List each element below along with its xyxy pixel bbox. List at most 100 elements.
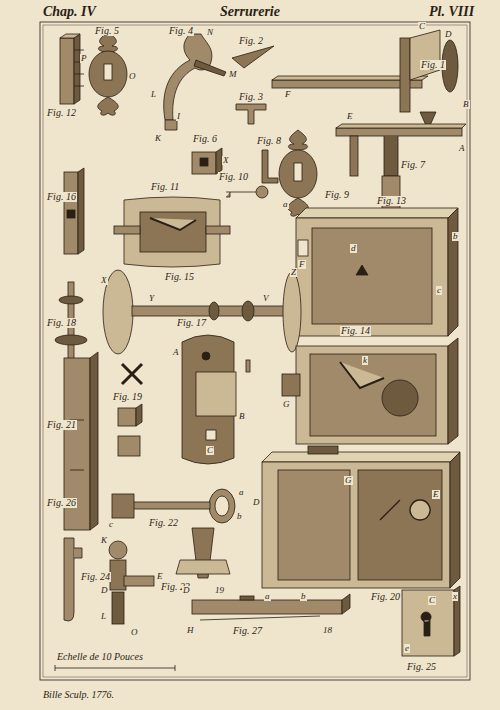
callout-letter: 19 — [214, 586, 225, 595]
fig2-spike — [232, 46, 274, 68]
fig15-axle-part — [209, 302, 219, 320]
callout-letter: Z — [290, 268, 297, 277]
callout-letter: D — [100, 586, 109, 595]
fig14-box — [282, 338, 458, 444]
fig24-assembly-part — [109, 541, 127, 559]
fig24-assembly-part — [112, 592, 124, 624]
callout-letter: C — [206, 446, 214, 455]
fig7-latch-part — [350, 136, 358, 176]
figure-label: Fig. 11 — [150, 182, 180, 192]
callout-letter: F — [284, 90, 292, 99]
fig19-parts-part — [122, 364, 142, 384]
fig4-lever-part — [165, 120, 177, 130]
fig7-latch-part — [336, 124, 466, 128]
figure-label: Fig. 21 — [46, 420, 77, 430]
fig3-tee — [236, 104, 266, 124]
figure-label: Fig. 15 — [164, 272, 195, 282]
figure-label: Fig. 26 — [46, 498, 77, 508]
fig16-bar — [64, 168, 84, 254]
callout-letter: O — [130, 628, 139, 637]
fig6-staple-part — [200, 158, 208, 166]
fig27-bar-part — [200, 616, 320, 620]
fig24-assembly — [109, 541, 154, 624]
fig2-spike-part — [232, 46, 274, 68]
figure-label: Fig. 1 — [420, 60, 446, 70]
callout-letter: C — [428, 596, 436, 605]
callout-letter: b — [300, 592, 307, 601]
fig18-spindle-part — [55, 335, 87, 345]
figure-label: Fig. 6 — [192, 134, 218, 144]
fig9-escutcheon-part — [294, 163, 302, 181]
callout-letter: M — [228, 70, 238, 79]
callout-letter: x — [452, 592, 458, 601]
fig11-lock-part — [150, 218, 196, 230]
figure-label: Fig. 5 — [94, 26, 120, 36]
scale-bar-part — [55, 665, 175, 671]
fig10-key-part — [226, 192, 256, 197]
fig19-parts-part — [118, 408, 136, 426]
fig11-lock-part — [114, 226, 140, 234]
fig6-staple — [192, 148, 222, 174]
fig9-escutcheon-part — [288, 130, 307, 150]
fig17-plate-part — [196, 372, 236, 416]
fig22-key-part — [112, 494, 134, 518]
callout-letter: C — [418, 22, 426, 31]
fig3-tee-part — [236, 104, 266, 124]
fig8-catch-part — [262, 150, 278, 183]
callout-letter: c — [108, 520, 114, 529]
fig19-parts-part — [118, 436, 140, 456]
callout-letter: E — [156, 572, 164, 581]
fig17-plate-part — [202, 352, 210, 360]
fig27-bar-part — [240, 596, 254, 600]
figure-label: Fig. 22 — [148, 518, 179, 528]
callout-letter: G — [282, 400, 291, 409]
figure-label: Fig. 24 — [80, 572, 111, 582]
fig21-bar-part — [90, 352, 98, 530]
fig12-bar-part — [60, 38, 74, 104]
callout-letter: P — [80, 54, 88, 63]
fig17-plate-part — [246, 360, 250, 372]
figure-label: Fig. 4 — [168, 26, 194, 36]
callout-letter: F — [298, 260, 306, 269]
fig15-axle-part — [242, 301, 254, 321]
fig16-bar-part — [67, 210, 75, 218]
fig14-box-part — [296, 346, 448, 444]
chapter-label: Chap. IV — [42, 5, 97, 19]
fig14-box-part — [382, 380, 418, 416]
callout-letter: B — [462, 100, 470, 109]
figure-label: Fig. 16 — [46, 192, 77, 202]
fig14-box-part — [448, 338, 458, 444]
figure-label: Fig. 3 — [238, 92, 264, 102]
fig20-box-part — [262, 462, 450, 588]
figure-label: Fig. 20 — [370, 592, 401, 602]
fig4-lever — [164, 34, 226, 130]
callout-letter: K — [154, 134, 162, 143]
callout-letter: G — [344, 476, 353, 485]
fig19-parts — [118, 364, 142, 456]
figure-label: Fig. 13 — [376, 196, 407, 206]
fig23-part — [176, 528, 230, 578]
callout-letter: 18 — [322, 626, 333, 635]
callout-letter: Y — [148, 294, 155, 303]
callout-letter: a — [264, 592, 271, 601]
figure-label: Fig. 12 — [46, 108, 77, 118]
fig12-bar-part — [60, 34, 80, 38]
fig27-bar-part — [342, 594, 350, 614]
callout-letter: B — [238, 412, 246, 421]
fig20-box-part — [450, 452, 460, 588]
fig20-box-part — [380, 500, 430, 520]
callout-letter: N — [206, 28, 214, 37]
fig11-lock — [114, 197, 230, 267]
fig13-box-part — [356, 265, 368, 275]
figure-label: Fig. 18 — [46, 318, 77, 328]
fig23-part-part — [176, 560, 230, 574]
fig22-key-part — [209, 489, 235, 523]
callout-letter: b — [236, 512, 243, 521]
callout-letter: L — [150, 90, 157, 99]
callout-letter: I — [176, 112, 181, 121]
fig4-lever-part — [194, 60, 226, 76]
fig20-box — [262, 446, 460, 588]
fig18-spindle-part — [59, 296, 83, 304]
fig9-escutcheon-part — [279, 150, 317, 198]
